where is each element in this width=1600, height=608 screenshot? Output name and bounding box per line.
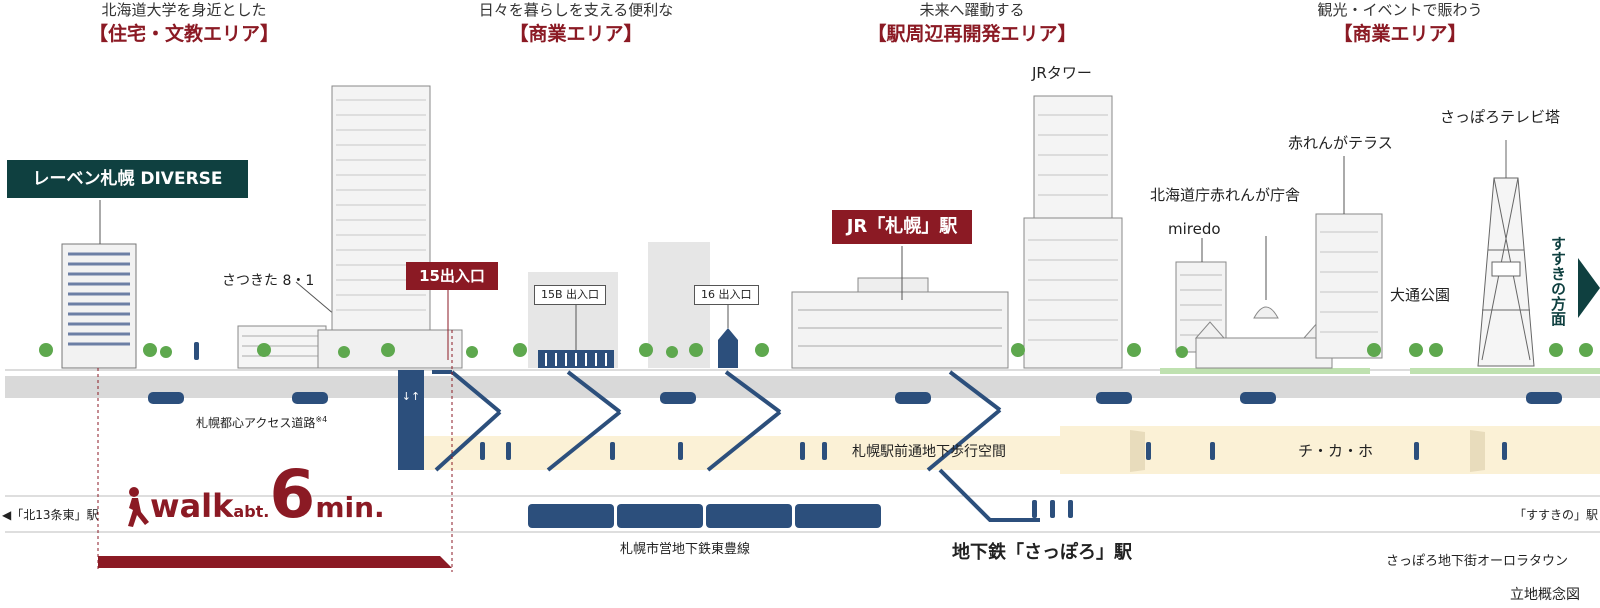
- zone-title: 【商業エリア】: [1333, 23, 1467, 45]
- landmark-jr-tower: JRタワー: [1032, 64, 1092, 82]
- jr-station-building: [791, 246, 1009, 369]
- right-station-label: 「すすきの」駅 ▶: [1514, 508, 1600, 522]
- jr-station-tag: JR「札幌」駅: [832, 210, 972, 244]
- chikaho-label: チ・カ・ホ: [1298, 442, 1374, 460]
- zone-sub: 日々を暮らしを支える便利な: [478, 1, 674, 19]
- exit-16-tag: 16 出入口: [694, 285, 759, 305]
- zone-sub: 観光・イベントで賑わう: [1317, 1, 1483, 19]
- landmark-miredo: miredo: [1168, 220, 1221, 238]
- landmark-tv-tower: さっぽろテレビ塔: [1440, 108, 1561, 126]
- trees: [39, 343, 1593, 358]
- landmark-red-brick-office: 北海道庁赤れんが庁舎: [1150, 186, 1301, 204]
- tv-tower: [1477, 140, 1535, 367]
- property-building: [61, 200, 137, 369]
- exit-15b-tag: 15B 出入口: [534, 285, 607, 305]
- aurora-town-label: さっぽろ地下街オーロラタウン: [1386, 554, 1569, 569]
- jr-tower-building: [1023, 95, 1123, 369]
- zone-redevelopment: 未来へ躍動する 【駅周辺再開発エリア】: [822, 0, 1122, 48]
- walk-number: 6: [269, 456, 316, 533]
- property-name-tag: レーベン札幌 DIVERSE: [7, 160, 248, 198]
- left-station-label: ◀「北13条東」駅: [2, 508, 99, 522]
- zone-residential: 北海道大学を身近とした 【住宅・文教エリア】: [34, 0, 334, 48]
- walkway-band: [405, 436, 1065, 470]
- zone-title: 【住宅・文教エリア】: [88, 23, 279, 45]
- zone-title: 【商業エリア】: [509, 23, 643, 45]
- road-note: ※4: [315, 415, 328, 424]
- zone-commercial-1: 日々を暮らしを支える便利な 【商業エリア】: [426, 0, 726, 48]
- walk-time-label: walkabt.6min.: [150, 462, 385, 528]
- walk-word: walk: [150, 487, 234, 525]
- landmark-red-brick-terrace: 赤れんがテラス: [1288, 134, 1393, 152]
- sapporo81-building: [237, 325, 327, 369]
- susukino-direction-label: すすきの方面: [1549, 236, 1567, 326]
- cars: [148, 392, 1562, 404]
- exit-15-tag: 15出入口: [406, 262, 498, 290]
- walker-icon: [128, 498, 149, 527]
- walk-unit: min.: [315, 491, 385, 524]
- red-brick-terrace-building: [1315, 213, 1383, 359]
- subway-line-label: 札幌市営地下鉄東豊線: [620, 542, 751, 557]
- landmark-sapporo81: さつきた 8・1: [222, 273, 315, 289]
- elevator-shaft: [398, 370, 424, 470]
- walkway-label: 札幌駅前通地下歩行空間: [852, 444, 1006, 460]
- caption: 立地概念図: [1510, 587, 1580, 603]
- landmark-odori-park: 大通公園: [1390, 286, 1451, 304]
- pedestrians: [194, 342, 1507, 518]
- walk-abt: abt.: [233, 502, 270, 521]
- road-label: 札幌都心アクセス道路※4: [196, 414, 327, 431]
- zone-commercial-2: 観光・イベントで賑わう 【商業エリア】: [1250, 0, 1550, 48]
- svg-text:↓↑: ↓↑: [402, 390, 420, 403]
- tall-tower: [317, 85, 463, 369]
- walk-bar: [98, 556, 452, 568]
- subway-train: [528, 504, 881, 528]
- zone-title: 【駅周辺再開発エリア】: [867, 23, 1077, 45]
- susukino-arrow: [1578, 258, 1600, 318]
- stairways: [432, 370, 1040, 522]
- zone-sub: 北海道大学を身近とした: [101, 1, 267, 19]
- zone-sub: 未来へ躍動する: [919, 1, 1025, 19]
- road-name: 札幌都心アクセス道路: [196, 416, 316, 430]
- surface-road: [5, 376, 1600, 398]
- subway-station-label: 地下鉄「さっぽろ」駅: [952, 542, 1132, 563]
- exit-16-structure: [718, 328, 738, 368]
